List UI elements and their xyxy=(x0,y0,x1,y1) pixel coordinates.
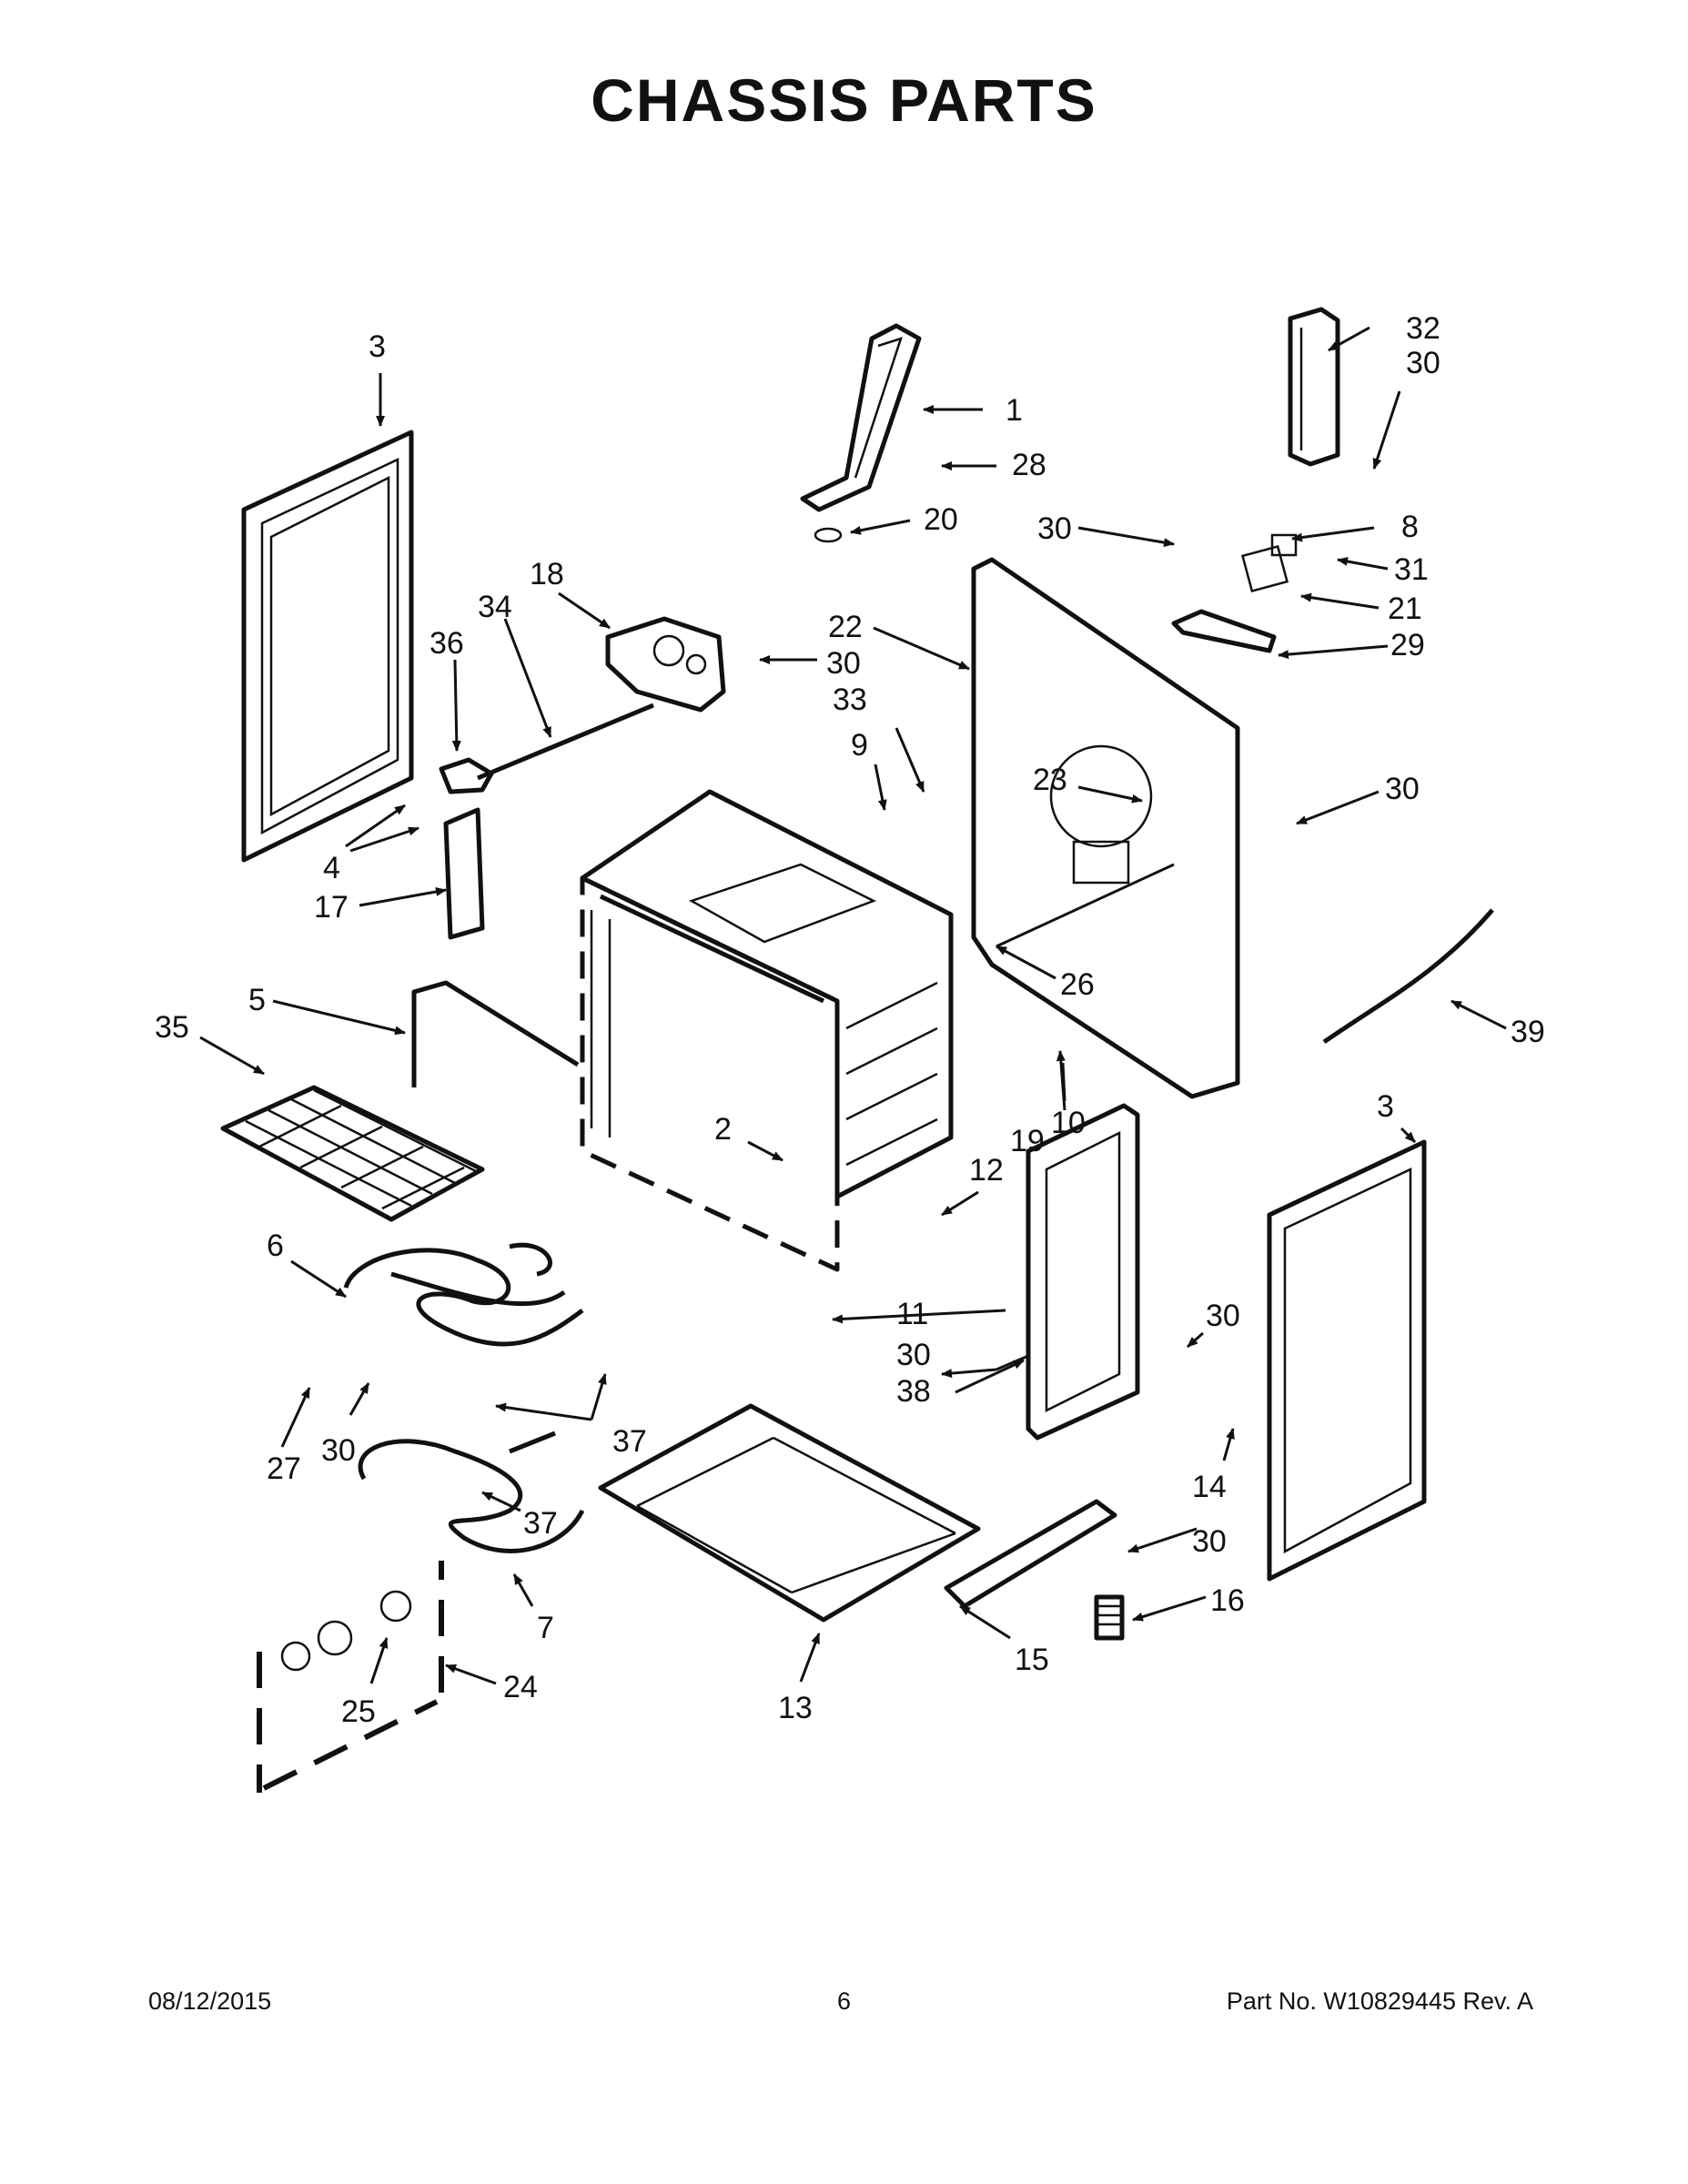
callout-23: 23 xyxy=(1033,763,1067,797)
callout-18: 18 xyxy=(530,557,564,592)
footer-date: 08/12/2015 xyxy=(148,1987,272,2015)
callout-5: 5 xyxy=(248,983,266,1017)
callout-37-right: 37 xyxy=(612,1424,647,1459)
broil-element xyxy=(343,1242,584,1347)
callout-10: 10 xyxy=(1051,1106,1086,1140)
callout-20: 20 xyxy=(924,502,958,537)
footer-part-number: Part No. W10829445 Rev. A xyxy=(1226,1987,1533,2015)
leveling-leg xyxy=(1094,1594,1125,1641)
oven-gasket xyxy=(411,980,580,1087)
callout-13: 13 xyxy=(778,1691,813,1725)
front-frame-rail xyxy=(944,1499,1117,1609)
callout-19: 19 xyxy=(1010,1124,1045,1158)
callout-14: 14 xyxy=(1192,1470,1227,1504)
callout-27: 27 xyxy=(267,1451,301,1486)
thermostat-control xyxy=(605,616,726,713)
callout-28: 28 xyxy=(1012,448,1046,482)
callout-30-thermostat: 30 xyxy=(826,646,861,681)
callout-37-left: 37 xyxy=(523,1506,558,1541)
side-panel-left xyxy=(241,430,414,863)
callout-16: 16 xyxy=(1210,1583,1245,1618)
callout-2: 2 xyxy=(714,1112,732,1147)
terminal-block-assembly xyxy=(1171,533,1298,653)
rear-bracket xyxy=(1288,307,1340,467)
oven-bottom-pan xyxy=(598,1403,981,1623)
callout-31: 31 xyxy=(1394,552,1429,587)
gas-conversion-kit-outline xyxy=(257,1561,444,1793)
callout-8: 8 xyxy=(1401,510,1419,544)
callout-30-rear-panel: 30 xyxy=(1385,772,1420,806)
callout-3-right: 3 xyxy=(1377,1089,1394,1124)
callout-24: 24 xyxy=(503,1670,538,1704)
rear-panel xyxy=(971,557,1240,1099)
callout-32: 32 xyxy=(1406,311,1440,346)
callout-30-center: 30 xyxy=(896,1338,931,1372)
callout-30-drawer: 30 xyxy=(1206,1299,1240,1333)
drawer-panel xyxy=(1026,1103,1140,1441)
oven-vent-bracket xyxy=(800,323,922,543)
bake-element xyxy=(358,1431,585,1553)
callout-17: 17 xyxy=(314,890,349,925)
callout-6: 6 xyxy=(267,1228,284,1263)
callout-38: 38 xyxy=(896,1374,931,1409)
side-panel-right xyxy=(1267,1139,1427,1582)
door-latch xyxy=(443,807,485,940)
latch-rod xyxy=(439,703,654,794)
footer-page-number: 6 xyxy=(836,1987,852,2015)
callout-15: 15 xyxy=(1015,1643,1049,1677)
callout-30-bracket: 30 xyxy=(1037,511,1072,546)
callout-33: 33 xyxy=(833,682,867,717)
callout-35: 35 xyxy=(155,1010,189,1045)
callout-25: 25 xyxy=(341,1694,376,1729)
callout-34: 34 xyxy=(478,590,512,624)
page-title: CHASSIS PARTS xyxy=(591,66,1097,134)
callout-26: 26 xyxy=(1060,967,1095,1002)
callout-21: 21 xyxy=(1388,592,1422,626)
callout-labels: 1 2 3 3 4 5 6 7 8 9 10 11 12 13 14 15 16… xyxy=(155,311,1545,1729)
callout-4: 4 xyxy=(323,851,340,885)
callout-3-left: 3 xyxy=(369,329,386,364)
callout-36: 36 xyxy=(430,626,464,661)
callout-1: 1 xyxy=(1006,393,1023,428)
callout-7: 7 xyxy=(537,1611,554,1645)
callout-30-broil: 30 xyxy=(321,1433,356,1468)
callout-29: 29 xyxy=(1390,628,1425,662)
leader-lines xyxy=(199,326,1507,1685)
oven-rack xyxy=(220,1085,485,1222)
callout-30-top-right: 30 xyxy=(1406,346,1440,380)
callout-30-leg: 30 xyxy=(1192,1524,1227,1559)
callout-39: 39 xyxy=(1511,1015,1545,1049)
oven-cavity xyxy=(580,789,954,1272)
callout-12: 12 xyxy=(969,1153,1004,1188)
callout-9: 9 xyxy=(851,728,868,763)
callout-11: 11 xyxy=(896,1297,928,1331)
wire-harness xyxy=(1322,908,1494,1045)
callout-22: 22 xyxy=(828,610,863,644)
